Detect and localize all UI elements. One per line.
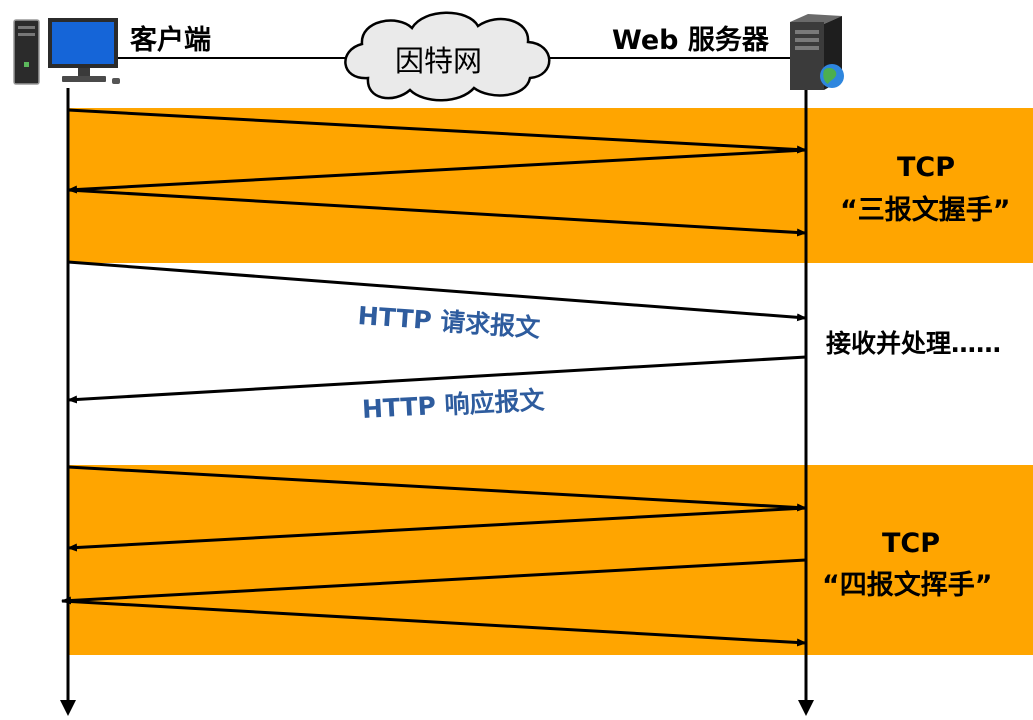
teardown-fin2-arrow: [61, 558, 807, 605]
teardown-title: TCP: [882, 528, 941, 559]
internet-label: 因特网: [395, 44, 483, 78]
handshake-title: TCP: [897, 152, 956, 183]
teardown-fin1-arrow: [67, 465, 807, 512]
handshake-synack-arrow: [67, 148, 807, 194]
processing-label: 接收并处理……: [826, 329, 1002, 358]
http-request-arrow: [67, 260, 807, 322]
server-lifeline-arrowhead: [798, 700, 814, 716]
teardown-subtitle: “四报文挥手”: [822, 570, 993, 601]
handshake-ack-arrow: [67, 188, 807, 237]
client-label: 客户端: [130, 25, 211, 56]
teardown-ack2-arrow: [61, 599, 807, 647]
server-label: Web 服务器: [612, 25, 769, 56]
tcp-handshake-band: [68, 108, 1033, 263]
server-tower-icon: [790, 14, 844, 90]
teardown-ack1-arrow: [67, 506, 807, 552]
http-response-arrow: [67, 355, 807, 404]
desktop-computer-icon: [13, 18, 120, 85]
handshake-subtitle: “三报文握手”: [840, 195, 1011, 226]
client-lifeline-arrowhead: [60, 700, 76, 716]
cloud-icon: [344, 11, 551, 102]
handshake-syn-arrow: [67, 108, 807, 154]
tcp-teardown-band: [68, 465, 1033, 655]
